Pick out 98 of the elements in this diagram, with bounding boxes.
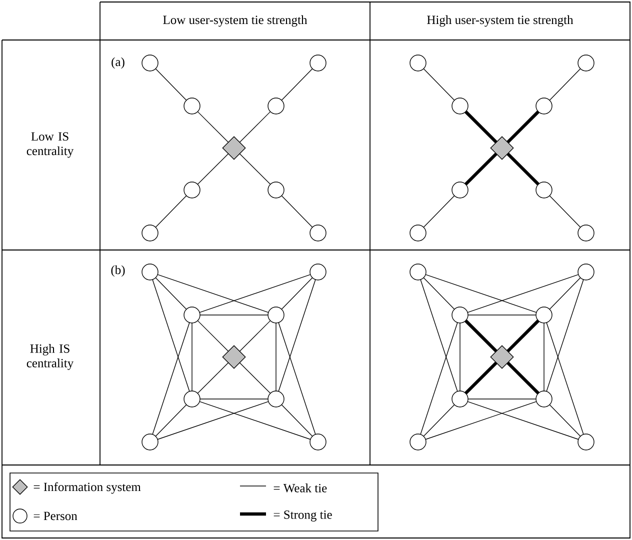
weak-tie-line — [423, 277, 455, 310]
information-system-diamond — [222, 136, 246, 160]
row-header: High IS centrality — [26, 344, 74, 370]
weak-tie-line — [197, 362, 229, 394]
weak-tie-line — [157, 274, 269, 313]
weak-tie-line — [200, 314, 268, 316]
weak-tie-line — [155, 404, 187, 437]
person-circle — [310, 264, 326, 280]
strong-tie-line — [464, 110, 498, 144]
weak-tie-line — [420, 322, 458, 435]
weak-tie-line — [549, 68, 581, 101]
column-header: Low user-system tie strength — [163, 15, 308, 27]
person-circle — [184, 390, 200, 408]
person-circle — [578, 264, 594, 280]
person-circle — [452, 98, 468, 114]
person-circle — [142, 224, 158, 242]
legend-text: = Person — [34, 512, 78, 520]
weak-tie-line — [239, 153, 271, 185]
weak-tie-line — [546, 322, 584, 435]
weak-tie-line — [152, 322, 190, 435]
person-circle — [536, 98, 552, 114]
weak-tie-line — [468, 398, 536, 400]
person-circle — [410, 54, 426, 72]
person-circle — [452, 182, 468, 198]
weak-tie-line — [281, 404, 313, 437]
person-circle — [142, 434, 158, 450]
strong-tie-line — [506, 320, 540, 352]
panel-label: (b) — [111, 265, 125, 277]
weak-tie-line — [199, 401, 311, 440]
person-circle — [268, 182, 284, 198]
weak-tie-line — [420, 279, 458, 392]
panel-label: (a) — [112, 57, 124, 69]
person-circle — [410, 264, 426, 280]
strong-tie-line — [464, 152, 498, 186]
person-circle — [410, 224, 426, 242]
legend-text: = Information system — [34, 482, 141, 494]
weak-tie-line — [281, 68, 313, 101]
weak-tie-line — [549, 404, 581, 437]
legend-text: = Weak tie — [274, 484, 327, 492]
row-header: Low IS centrality — [26, 132, 74, 158]
person-circle — [578, 54, 594, 72]
weak-tie-line — [155, 68, 187, 101]
weak-tie-line — [467, 401, 579, 440]
weak-tie-line — [281, 195, 313, 228]
weak-tie-line — [425, 274, 537, 313]
person-circle — [268, 390, 284, 408]
person-circle — [184, 306, 200, 324]
information-system-diamond — [222, 345, 246, 369]
weak-tie-line — [467, 274, 579, 313]
weak-tie-line — [199, 274, 311, 313]
strong-tie-line — [506, 362, 540, 394]
weak-tie-line — [239, 111, 271, 143]
person-circle — [184, 182, 200, 198]
strong-tie-line — [464, 320, 498, 352]
person-circle — [268, 98, 284, 114]
person-circle — [578, 434, 594, 450]
weak-tie-line — [423, 68, 455, 101]
person-circle — [536, 390, 552, 408]
person-circle — [142, 264, 158, 280]
person-circle — [310, 434, 326, 450]
person-circle — [452, 390, 468, 408]
weak-tie-line — [425, 401, 537, 440]
person-circle — [310, 54, 326, 72]
weak-tie-line — [155, 277, 187, 310]
person-circle — [536, 182, 552, 198]
weak-tie-line — [155, 195, 187, 228]
weak-tie-line — [239, 320, 271, 352]
weak-tie-line — [239, 362, 271, 394]
weak-tie-line — [549, 277, 581, 310]
weak-tie-line — [278, 322, 316, 435]
person-circle — [536, 306, 552, 324]
information-system-diamond — [490, 136, 514, 160]
weak-tie-line — [157, 401, 269, 440]
weak-tie-line — [200, 398, 268, 400]
person-circle — [452, 306, 468, 324]
person-circle — [310, 224, 326, 242]
person-circle — [268, 306, 284, 324]
weak-tie-line — [278, 279, 316, 392]
column-header: High user-system tie strength — [427, 15, 574, 27]
person-circle — [142, 54, 158, 72]
weak-tie-line — [468, 314, 536, 316]
weak-tie-line — [423, 404, 455, 437]
weak-tie-line — [152, 279, 190, 392]
weak-tie-line — [197, 111, 229, 143]
weak-tie-line — [281, 277, 313, 310]
weak-tie-line — [549, 195, 581, 228]
weak-tie-line — [197, 153, 229, 185]
weak-tie-line — [546, 279, 584, 392]
strong-tie-line — [506, 110, 540, 144]
weak-tie-line — [197, 320, 229, 352]
strong-tie-line — [506, 152, 540, 186]
information-system-diamond — [490, 345, 514, 369]
person-circle — [410, 434, 426, 450]
person-circle — [184, 98, 200, 114]
weak-tie-line — [423, 195, 455, 228]
strong-tie-line — [464, 362, 498, 394]
legend-text: = Strong tie — [274, 510, 332, 522]
person-circle — [578, 224, 594, 242]
